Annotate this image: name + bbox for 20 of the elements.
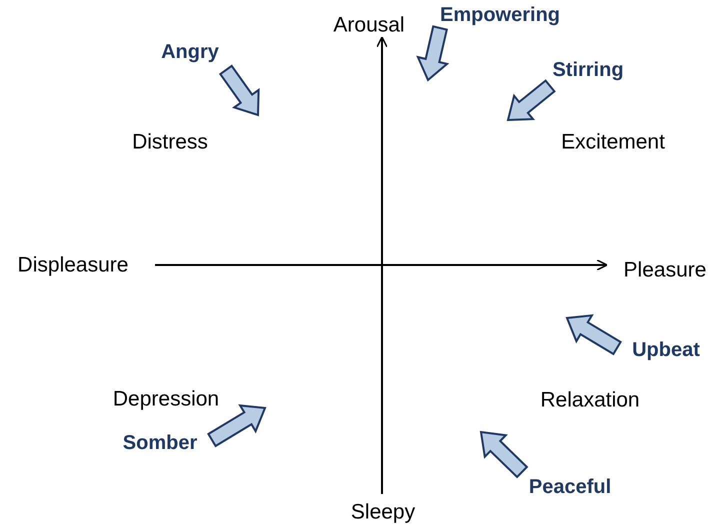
mood-label: Stirring [552,60,624,80]
mood-label: Upbeat [632,340,700,360]
axis-label: Relaxation [540,390,640,410]
axis-label: Arousal [333,14,405,36]
block-arrow [506,79,556,122]
axis-label: Displeasure [18,254,128,276]
mood-label: Peaceful [528,477,612,497]
axis-label: Distress [132,132,208,152]
axis-label: Excitement [561,132,665,152]
mood-label: Somber [122,433,198,453]
block-arrow [218,64,260,116]
axis-label: Depression [112,388,220,410]
block-arrow [416,25,450,82]
mood-label: Angry [161,42,219,62]
block-arrow [566,314,622,356]
block-arrow [480,430,528,478]
axis-label: Sleepy [350,502,416,522]
mood-label: Empowering [440,5,560,25]
block-arrow [207,404,266,448]
axis-label: Pleasure [624,260,706,280]
